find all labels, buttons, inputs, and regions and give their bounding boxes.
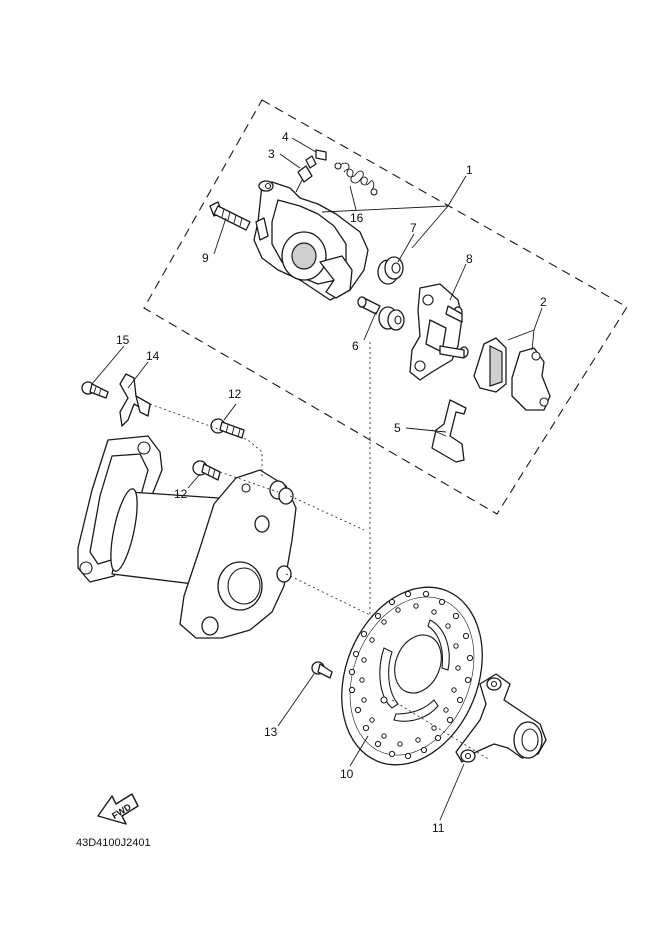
callout-16: 16	[350, 211, 364, 225]
hose-guide-bracket	[119, 373, 151, 427]
callout-4: 4	[282, 130, 289, 144]
diagram-code: 43D4100J2401	[76, 837, 151, 849]
fwd-arrow-icon: FWD	[97, 793, 139, 825]
bleed-screw	[295, 155, 317, 193]
slide-pin	[357, 296, 405, 331]
axle-housing	[77, 435, 297, 639]
alignment-line-a	[149, 403, 263, 478]
callout-6: 6	[352, 339, 359, 353]
bolt-9	[209, 201, 251, 231]
callout-10: 10	[340, 767, 354, 781]
leader-lines	[91, 137, 543, 821]
bolt-12-upper	[210, 418, 245, 439]
bleed-cap	[315, 149, 327, 161]
brake-disc	[341, 586, 483, 766]
callout-8: 8	[466, 252, 473, 266]
callout-7: 7	[410, 221, 417, 235]
callout-9: 9	[202, 251, 209, 265]
caliper-body	[253, 180, 369, 301]
callout-labels: 1 2 3 4 5 6 7 8 9 10 11 12 12 13 14 15 1…	[116, 130, 547, 835]
caliper-assembly-boundary	[143, 99, 628, 515]
callout-2: 2	[540, 295, 547, 309]
callout-1: 1	[466, 163, 473, 177]
boot-7	[377, 256, 404, 285]
callout-13: 13	[264, 725, 278, 739]
callout-11: 11	[432, 821, 445, 835]
bolt-15	[81, 381, 109, 399]
callout-15: 15	[116, 333, 130, 347]
disc-holes	[348, 590, 474, 760]
bolt-12-lower	[192, 460, 221, 481]
brake-pads	[473, 337, 551, 411]
callout-12-upper: 12	[228, 387, 242, 401]
spring	[334, 162, 378, 196]
alignment-line-b	[219, 471, 279, 493]
bolt-13	[311, 661, 333, 679]
caliper-bracket	[409, 283, 469, 381]
alignment-line-e	[289, 495, 365, 531]
callout-3: 3	[268, 147, 275, 161]
callout-12-lower: 12	[174, 487, 188, 501]
callout-14: 14	[146, 349, 160, 363]
callout-5: 5	[394, 421, 401, 435]
disc-hub	[391, 673, 547, 763]
alignment-line-d	[285, 573, 373, 617]
